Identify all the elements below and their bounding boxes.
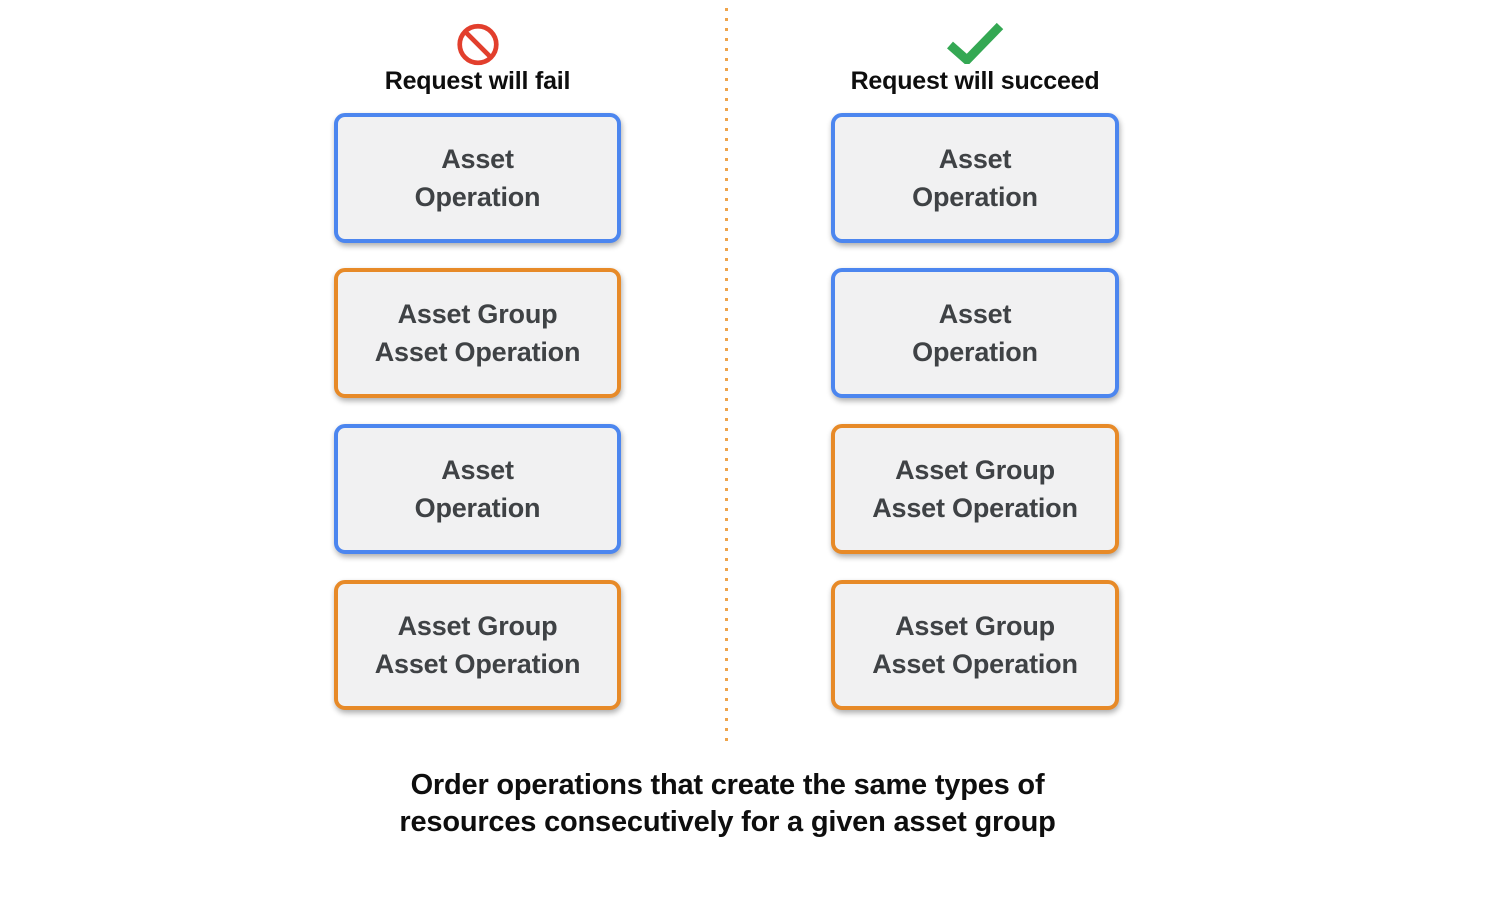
column-divider-dotted-line <box>725 8 728 741</box>
box-label-line: Asset Operation <box>872 493 1078 523</box>
box-label-line: Operation <box>912 182 1038 212</box>
caption-line: resources consecutively for a given asse… <box>399 806 1056 838</box>
box-label-line: Operation <box>414 182 541 212</box>
asset-operation-box: Asset Operation <box>831 113 1119 243</box>
no-symbol-icon <box>456 23 499 66</box>
asset-operation-box: Asset Operation <box>831 268 1119 398</box>
box-label-line: Operation <box>414 493 541 523</box>
box-label-line: Asset Operation <box>374 649 581 679</box>
asset-operation-box: Asset Operation <box>334 424 621 554</box>
asset-operation-box: Asset Operation <box>334 113 621 243</box>
asset-group-asset-operation-box: Asset Group Asset Operation <box>831 580 1119 710</box>
caption-line: Order operations that create the same ty… <box>410 769 1045 801</box>
caption: Order operations that create the same ty… <box>325 767 1130 841</box>
fail-column: Request will fail Asset Operation Asset … <box>334 0 621 760</box>
asset-group-asset-operation-box: Asset Group Asset Operation <box>334 580 621 710</box>
box-label-line: Asset Group <box>397 611 558 641</box>
box-label-line: Asset <box>441 455 514 485</box>
box-label-line: Asset Group <box>895 611 1055 641</box>
box-label-line: Asset <box>441 144 514 174</box>
asset-group-asset-operation-box: Asset Group Asset Operation <box>334 268 621 398</box>
box-label-line: Asset <box>938 299 1012 329</box>
box-label-line: Operation <box>912 337 1038 367</box>
succeed-column-heading: Request will succeed <box>850 67 1100 95</box>
box-label-line: Asset <box>938 144 1012 174</box>
asset-group-asset-operation-box: Asset Group Asset Operation <box>831 424 1119 554</box>
checkmark-icon <box>947 22 1004 64</box>
box-label-line: Asset Group <box>397 299 558 329</box>
fail-column-heading: Request will fail <box>384 67 571 95</box>
box-label-line: Asset Operation <box>872 649 1078 679</box>
box-label-line: Asset Operation <box>374 337 581 367</box>
succeed-column: Request will succeed Asset Operation Ass… <box>831 0 1119 760</box>
box-label-line: Asset Group <box>895 455 1055 485</box>
